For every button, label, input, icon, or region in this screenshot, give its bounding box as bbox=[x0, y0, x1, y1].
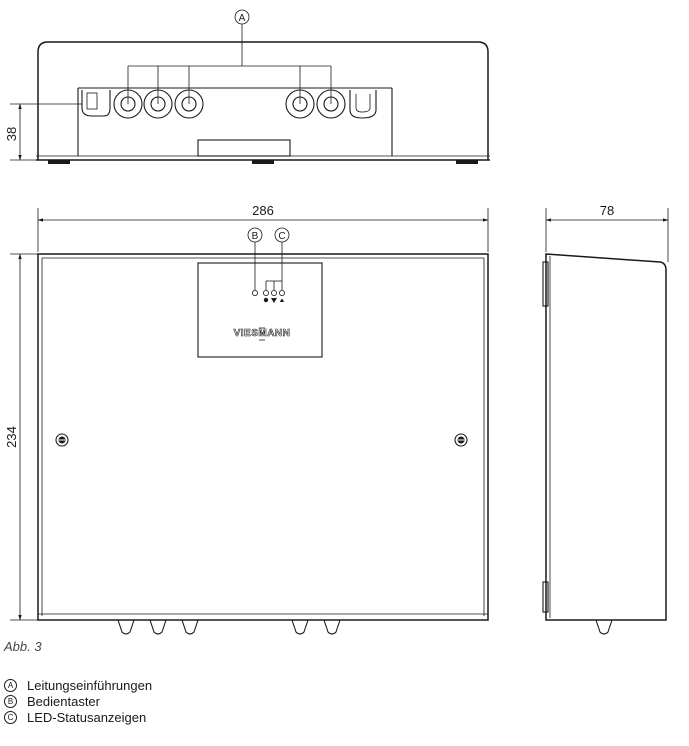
svg-text:286: 286 bbox=[252, 203, 274, 218]
svg-text:A: A bbox=[239, 13, 246, 24]
legend-key-b: B bbox=[4, 694, 17, 708]
dimension-38: 38 bbox=[4, 103, 82, 161]
top-view: A 38 bbox=[4, 9, 490, 164]
control-panel: VIESMANN bbox=[197, 262, 323, 358]
callout-c: C bbox=[265, 227, 290, 290]
legend-item: C LED-Statusanzeigen bbox=[4, 709, 152, 725]
legend-text-b: Bedientaster bbox=[27, 693, 100, 709]
led-status-indicators bbox=[262, 289, 285, 303]
dimension-286: 286 bbox=[37, 203, 489, 252]
svg-text:234: 234 bbox=[4, 426, 19, 448]
screw-left-icon bbox=[55, 433, 69, 447]
cable-entry-grommets-left bbox=[81, 89, 204, 119]
legend-item: A Leitungseinführungen bbox=[4, 677, 152, 693]
legend-item: B Bedientaster bbox=[4, 693, 152, 709]
legend-key-a: A bbox=[4, 678, 17, 692]
brand-logo: VIESMANN bbox=[234, 328, 291, 339]
dimension-78: 78 bbox=[545, 203, 669, 262]
legend-key-c: C bbox=[4, 710, 17, 724]
callout-b: B bbox=[247, 227, 263, 290]
front-view: 286 234 bbox=[4, 203, 489, 635]
legend: A Leitungseinführungen B Bedientaster C … bbox=[4, 677, 152, 725]
svg-text:C: C bbox=[278, 231, 285, 242]
svg-text:B: B bbox=[252, 231, 259, 242]
legend-text-a: Leitungseinführungen bbox=[27, 677, 153, 693]
figure-caption: Abb. 3 bbox=[4, 639, 42, 654]
legend-text-c: LED-Statusanzeigen bbox=[27, 709, 147, 725]
callout-a: A bbox=[127, 9, 332, 104]
dimension-234: 234 bbox=[4, 253, 40, 621]
operator-button-icon bbox=[251, 289, 258, 296]
svg-text:38: 38 bbox=[4, 127, 19, 141]
technical-drawing: A 38 286 234 bbox=[4, 9, 669, 635]
svg-text:78: 78 bbox=[600, 203, 614, 218]
screw-right-icon bbox=[454, 433, 468, 447]
side-view: 78 bbox=[542, 203, 669, 635]
